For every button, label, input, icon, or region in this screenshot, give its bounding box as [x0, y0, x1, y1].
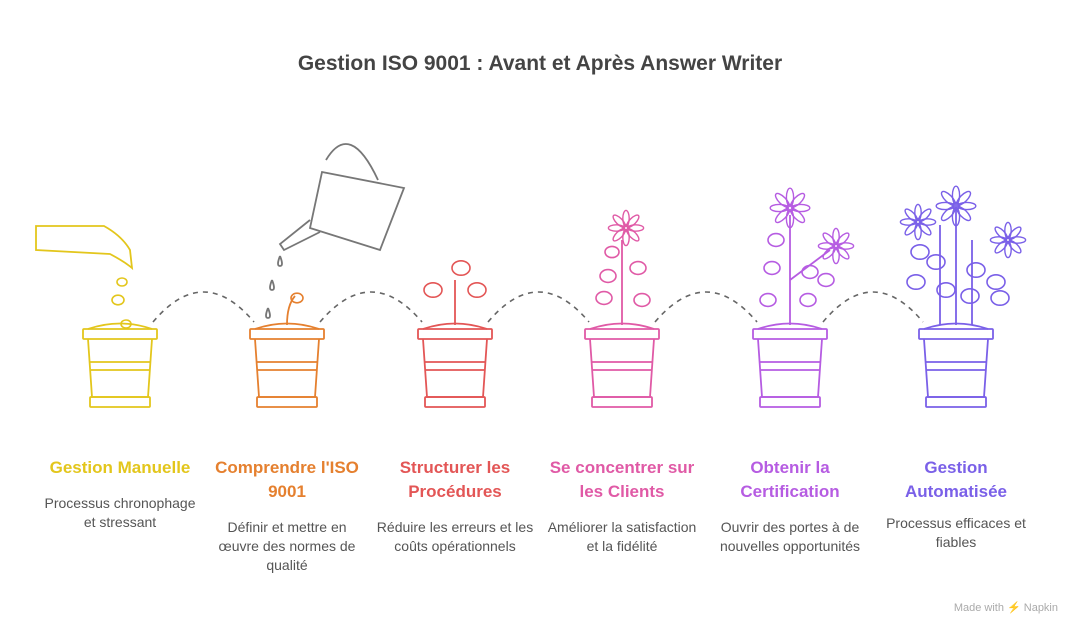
stage-description: Ouvrir des portes à de nouvelles opportu…: [719, 519, 861, 554]
dashed-connector: [822, 291, 924, 323]
watering-can-sprout-pot-icon: [249, 292, 325, 408]
stage-title: Obtenir la Certification: [740, 458, 840, 501]
dashed-connector: [654, 291, 758, 323]
seedling-pot-icon: [417, 259, 493, 408]
stage-description: Améliorer la satisfaction et la fidélité: [547, 519, 697, 554]
stage-description: Définir et mettre en œuvre des normes de…: [218, 519, 356, 573]
napkin-watermark: Made with ⚡ Napkin: [953, 602, 1058, 614]
dashed-connector: [319, 291, 423, 323]
stage-description: Processus chronophage et stressant: [44, 495, 196, 530]
stage-description: Processus efficaces et fiables: [886, 515, 1026, 550]
stage-title: Gestion Manuelle: [49, 458, 191, 477]
stage-title: Comprendre l'ISO 9001: [215, 458, 359, 501]
full-bloom-plant-pot-icon: [899, 185, 1027, 408]
dashed-connector: [152, 291, 255, 323]
stage-title: Gestion Automatisée: [904, 458, 1008, 501]
diagram-title: Gestion ISO 9001 : Avant et Après Answer…: [297, 52, 783, 75]
stage-title: Structurer les Procédures: [399, 458, 511, 501]
hand-planting-seeds-pot-icon: [35, 225, 158, 408]
flowering-plant-pot-icon: [584, 209, 660, 408]
blooming-plant-pot-icon: [752, 187, 855, 408]
stage-title: Se concentrer sur les Clients: [549, 458, 695, 501]
stage-description: Réduire les erreurs et les coûts opérati…: [376, 519, 534, 554]
watering-can-icon: [265, 143, 406, 319]
dashed-connector: [487, 291, 590, 323]
